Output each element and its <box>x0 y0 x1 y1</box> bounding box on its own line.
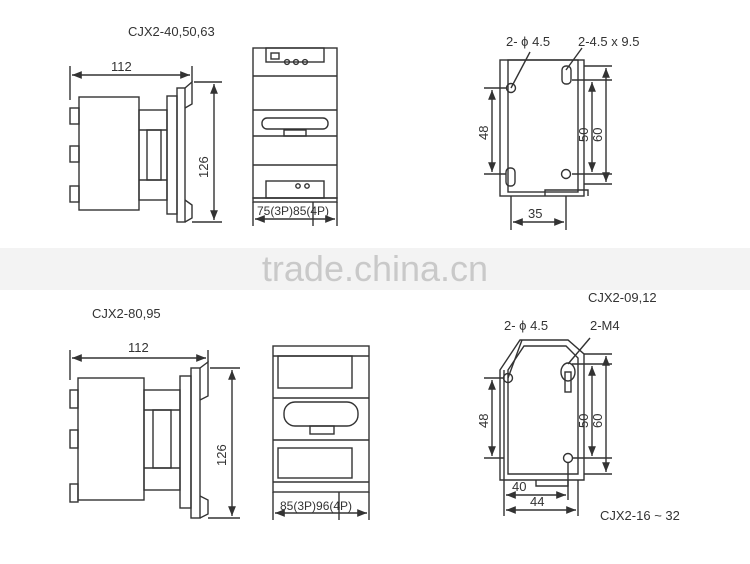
label-60-top: 60 <box>590 128 605 142</box>
model-label-16-32: CJX2-16 ~ 32 <box>600 508 680 523</box>
label-holes-bottom: 2- ϕ 4.5 <box>504 318 548 333</box>
depth-dimension-top <box>252 202 338 226</box>
label-35-top: 35 <box>528 206 542 221</box>
width-dimension-112-bottom <box>69 350 209 380</box>
height-dimension-126-bottom <box>208 367 240 519</box>
side-view-80-95 <box>272 345 370 493</box>
label-126-bottom: 126 <box>214 444 229 466</box>
label-112-bottom: 112 <box>128 340 149 355</box>
label-50-bottom: 50 <box>576 414 591 428</box>
label-48-top: 48 <box>476 126 491 140</box>
dimension-48-top <box>484 87 506 175</box>
height-dimension-126-top <box>192 81 222 223</box>
label-depth-bottom: 85(3P)96(4P) <box>280 499 352 513</box>
dimension-50-60-bottom <box>572 353 612 475</box>
model-label-40-63: CJX2-40,50,63 <box>128 24 215 39</box>
watermark-text: trade.china.cn <box>262 248 488 289</box>
label-m4-bottom: 2-M4 <box>590 318 620 333</box>
model-label-80-95: CJX2-80,95 <box>92 306 161 321</box>
dimension-40-44-bottom <box>503 462 579 516</box>
side-view-40-63 <box>252 47 338 203</box>
label-40-bottom: 40 <box>512 479 526 494</box>
label-60-bottom: 60 <box>590 414 605 428</box>
front-view-40-63 <box>69 80 193 223</box>
model-label-09-12: CJX2-09,12 <box>588 290 657 305</box>
label-holes-top: 2- ϕ 4.5 <box>506 34 550 49</box>
mounting-plate-bottom <box>499 337 591 487</box>
dimension-35-top <box>510 196 567 230</box>
label-44-bottom: 44 <box>530 494 544 509</box>
front-view-80-95 <box>69 360 209 519</box>
label-depth-top: 75(3P)85(4P) <box>257 204 329 218</box>
label-126-top: 126 <box>196 156 211 178</box>
watermark-band <box>0 248 750 290</box>
mounting-plate-top <box>499 47 589 197</box>
label-50-top: 50 <box>576 128 591 142</box>
depth-dimension-bottom <box>272 492 370 520</box>
label-48-bottom: 48 <box>476 414 491 428</box>
label-112-top: 112 <box>111 59 132 74</box>
dimension-48-bottom <box>484 377 504 459</box>
dimension-50-60-top <box>572 65 612 185</box>
label-slots-top: 2-4.5 x 9.5 <box>578 34 639 49</box>
width-dimension-112-top <box>69 66 193 100</box>
